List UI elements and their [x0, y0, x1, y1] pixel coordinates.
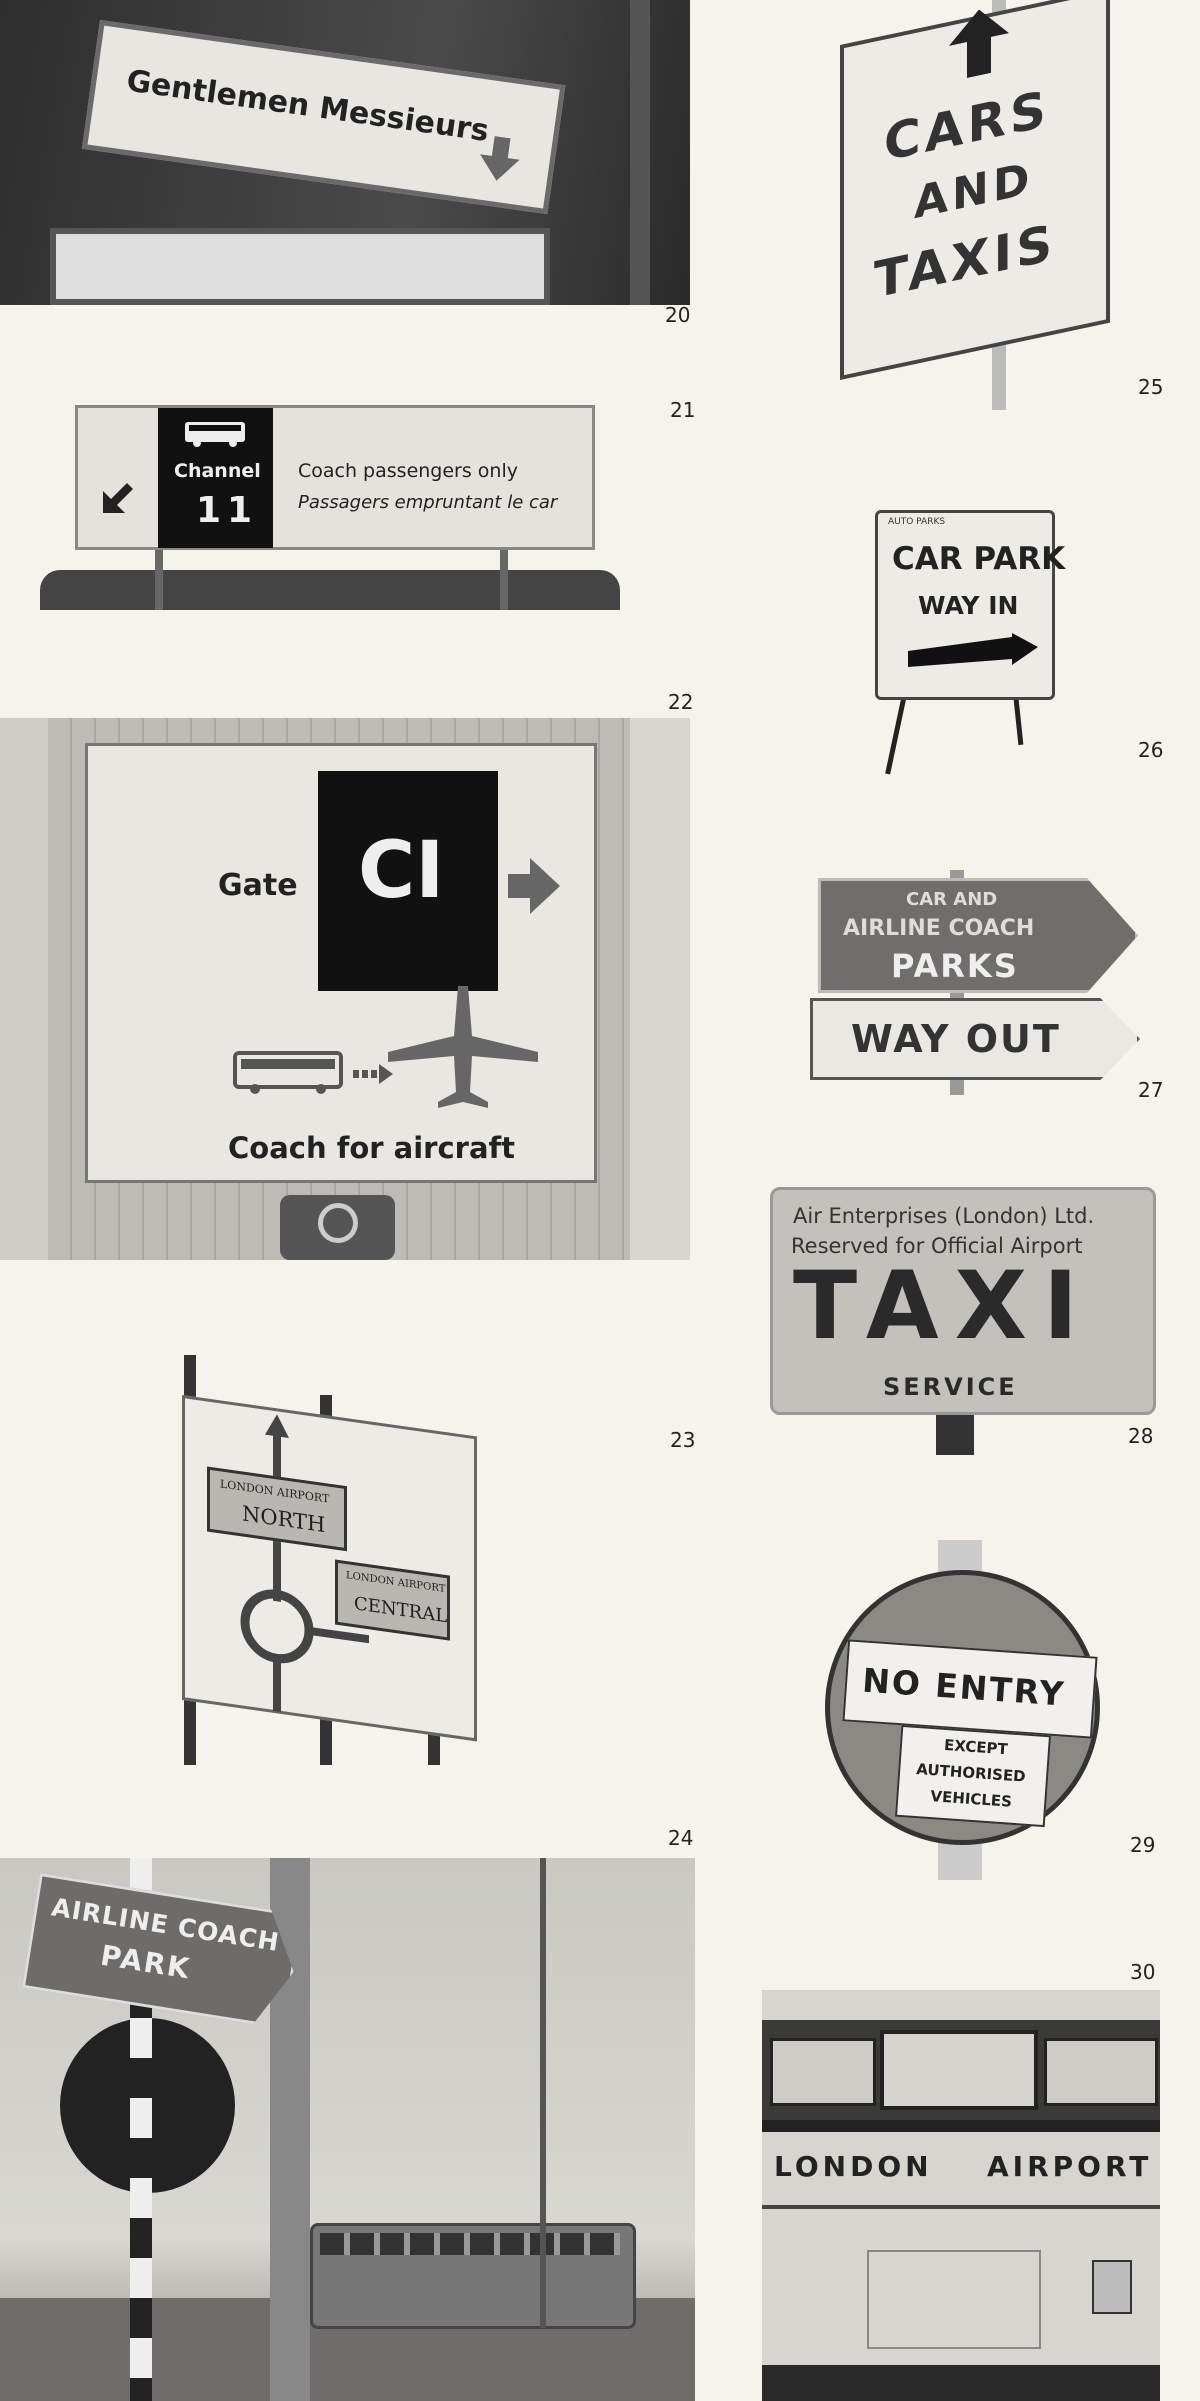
arrow-right-icon [908, 633, 1038, 667]
channel-number: 11 [196, 490, 259, 531]
parks-sign: CAR AND AIRLINE COACH PARKS [818, 878, 1138, 993]
gate-label: Gate [218, 868, 298, 903]
coach-icon [185, 422, 245, 447]
roundabout-icon [240, 1414, 369, 1719]
no-entry-plate: NO ENTRY [842, 1639, 1098, 1739]
taxi-sign: Air Enterprises (London) Ltd. Reserved f… [770, 1187, 1156, 1415]
figure-number: 23 [670, 1428, 696, 1452]
arrow-down-left-icon [103, 483, 133, 513]
sign-line3: TAXI [793, 1252, 1095, 1361]
sign-line2: PARK [98, 1938, 194, 1986]
figure-number: 26 [1138, 738, 1164, 762]
sign-line1: AIRLINE COACH [49, 1892, 282, 1958]
dotted-arrow-icon [353, 1064, 393, 1084]
photo-airline-coach-park: AIRLINE COACH PARK [0, 1858, 695, 2401]
sign-line4: SERVICE [883, 1373, 1018, 1401]
figure-number: 22 [668, 690, 694, 714]
gate-sign: Gate CI Coach for aircraft [85, 743, 597, 1183]
photo-parks-way-out: CAR AND AIRLINE COACH PARKS WAY OUT [810, 870, 1140, 1100]
sign-line2: AIRLINE COACH [843, 916, 1035, 941]
coach-icon [233, 1051, 343, 1094]
arrow-down-icon [480, 136, 520, 181]
sign-line4: WAY OUT [851, 1017, 1061, 1061]
line-english: Coach passengers only [298, 460, 518, 482]
central-big: CENTRAL [354, 1593, 448, 1628]
sign-line3: TAXIS [874, 213, 1057, 310]
gate-code-block: CI [318, 771, 498, 991]
gate-code: CI [358, 826, 445, 916]
sign-text: Gentlemen Messieurs [124, 63, 491, 149]
arrow-right-icon [508, 858, 560, 914]
north-small: LONDON AIRPORT [220, 1477, 330, 1506]
sign-line4: VEHICLES [929, 1787, 1013, 1811]
line-french: Passagers empruntant le car [298, 492, 558, 513]
photo-car-park-sign: AUTO PARKS CAR PARK WAY IN [870, 505, 1070, 775]
sign-small: AUTO PARKS [888, 517, 946, 527]
channel-sign: Channel 11 Coach passengers only Passage… [75, 405, 595, 550]
sign-line2: Reserved for Official Airport [791, 1234, 1083, 1258]
sign-line1: CAR AND [906, 889, 998, 910]
photo-gentlemen-sign: Gentlemen Messieurs [0, 0, 690, 305]
bus-word-london: LONDON [774, 2150, 933, 2183]
sign-line2: AND [914, 152, 1034, 230]
sign-line3: AUTHORISED [915, 1760, 1027, 1786]
roundabout-sign: LONDON AIRPORT NORTH LONDON AIRPORT CENT… [182, 1395, 477, 1742]
caption-text: Coach for aircraft [228, 1131, 515, 1165]
sign-line1: NO ENTRY [861, 1660, 1067, 1714]
sign-line2: WAY IN [918, 591, 1019, 620]
north-big: NORTH [242, 1501, 326, 1538]
central-small: LONDON AIRPORT [346, 1570, 446, 1596]
figure-number: 27 [1138, 1078, 1164, 1102]
sign-line1: CAR PARK [892, 541, 1066, 577]
exception-plate: EXCEPT AUTHORISED VEHICLES [894, 1724, 1052, 1828]
wall-socket [280, 1195, 395, 1260]
photo-no-entry-sign: NO ENTRY EXCEPT AUTHORISED VEHICLES [820, 1540, 1110, 1880]
sign-line3: PARKS [891, 947, 1019, 985]
figure-number: 28 [1128, 1424, 1154, 1448]
sign-line1: Air Enterprises (London) Ltd. [793, 1204, 1095, 1228]
sign-line2: EXCEPT [943, 1735, 1009, 1759]
bus-word-airport: AIRPORT [987, 2150, 1153, 2183]
figure-number: 29 [1130, 1833, 1156, 1857]
figure-number: 30 [1130, 1960, 1156, 1984]
figure-number: 25 [1138, 375, 1164, 399]
photo-cars-taxis-sign: CARS AND TAXIS [820, 0, 1140, 410]
way-out-sign: WAY OUT [810, 998, 1140, 1080]
figure-number: 24 [668, 1826, 694, 1850]
gentlemen-sign: Gentlemen Messieurs [81, 20, 566, 215]
aircraft-icon [388, 986, 538, 1108]
arrow-up-icon [949, 9, 1009, 79]
photo-london-airport-sign: LONDON AIRPORT NORTH LONDON AIRPORT CENT… [170, 1355, 490, 1770]
figure-number: 20 [665, 303, 691, 327]
channel-label: Channel [174, 460, 261, 482]
car-park-sign: AUTO PARKS CAR PARK WAY IN [875, 510, 1065, 700]
photo-taxi-sign: Air Enterprises (London) Ltd. Reserved f… [768, 1185, 1158, 1455]
photo-gate-sign: Gate CI Coach for aircraft [0, 718, 690, 1260]
airline-coach-park-sign: AIRLINE COACH PARK [22, 1873, 303, 2029]
cars-taxis-sign: CARS AND TAXIS [840, 0, 1110, 380]
photo-channel-sign: Channel 11 Coach passengers only Passage… [40, 400, 620, 620]
figure-number: 21 [670, 398, 696, 422]
photo-london-airport-bus: LONDON AIRPORT [762, 1990, 1160, 2401]
channel-block: Channel 11 [158, 408, 273, 548]
